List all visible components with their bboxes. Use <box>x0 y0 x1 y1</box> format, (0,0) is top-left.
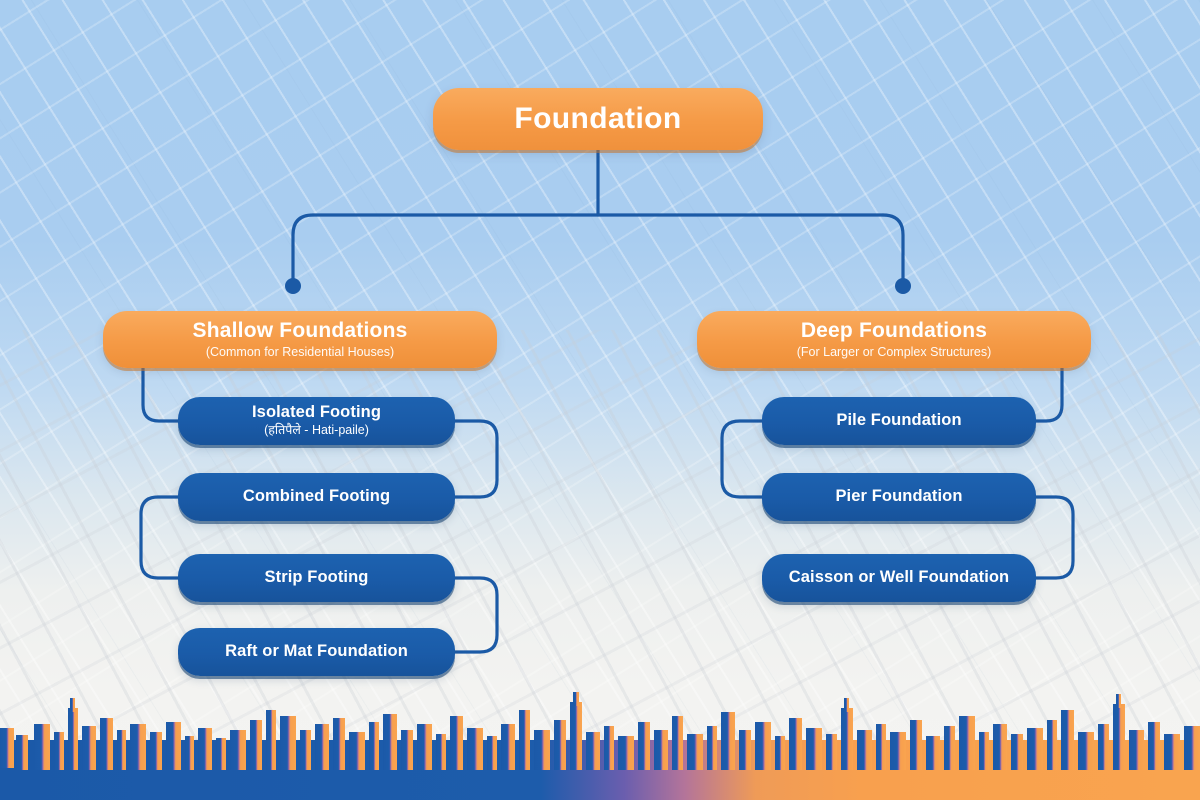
root-label: Foundation <box>514 101 682 135</box>
connector-shallow-entry <box>141 366 180 423</box>
node-foundation-root[interactable]: Foundation <box>433 88 763 150</box>
deep-sublabel: (For Larger or Complex Structures) <box>796 344 992 359</box>
node-pile-foundation[interactable]: Pile Foundation <box>762 397 1036 445</box>
deep-label: Deep Foundations <box>800 318 988 342</box>
connector-shallow-1-2 <box>453 419 499 499</box>
node-caisson-well-foundation[interactable]: Caisson or Well Foundation <box>762 554 1036 602</box>
node-combined-footing[interactable]: Combined Footing <box>178 473 455 521</box>
connector-deep-entry <box>1034 366 1064 423</box>
caisson-well-foundation-label: Caisson or Well Foundation <box>788 568 1010 587</box>
shallow-sublabel: (Common for Residential Houses) <box>205 344 395 359</box>
connector-shallow-3-4 <box>453 576 499 654</box>
node-strip-footing[interactable]: Strip Footing <box>178 554 455 602</box>
node-isolated-footing[interactable]: Isolated Footing (हतिपैले - Hati-paile) <box>178 397 455 445</box>
combined-footing-label: Combined Footing <box>242 487 391 506</box>
isolated-footing-label: Isolated Footing <box>251 403 381 422</box>
node-shallow-foundations[interactable]: Shallow Foundations (Common for Resident… <box>103 311 497 368</box>
node-deep-foundations[interactable]: Deep Foundations (For Larger or Complex … <box>697 311 1091 368</box>
strip-footing-label: Strip Footing <box>264 568 369 587</box>
pile-foundation-label: Pile Foundation <box>836 411 962 430</box>
connector-deep-2-3 <box>1034 495 1075 580</box>
connector-deep-1-2 <box>720 419 764 499</box>
raft-mat-foundation-label: Raft or Mat Foundation <box>225 642 408 661</box>
connector-to-shallow <box>291 213 315 283</box>
isolated-footing-sublabel: (हतिपैले - Hati-paile) <box>264 423 369 438</box>
connector-dot-shallow <box>285 278 301 294</box>
connector-dot-deep <box>895 278 911 294</box>
node-pier-foundation[interactable]: Pier Foundation <box>762 473 1036 521</box>
connector-shallow-2-3 <box>139 495 180 580</box>
node-raft-mat-foundation[interactable]: Raft or Mat Foundation <box>178 628 455 676</box>
shallow-label: Shallow Foundations <box>192 318 408 342</box>
connector-to-deep <box>881 213 905 283</box>
city-skyline <box>0 692 1200 800</box>
pier-foundation-label: Pier Foundation <box>835 487 963 506</box>
